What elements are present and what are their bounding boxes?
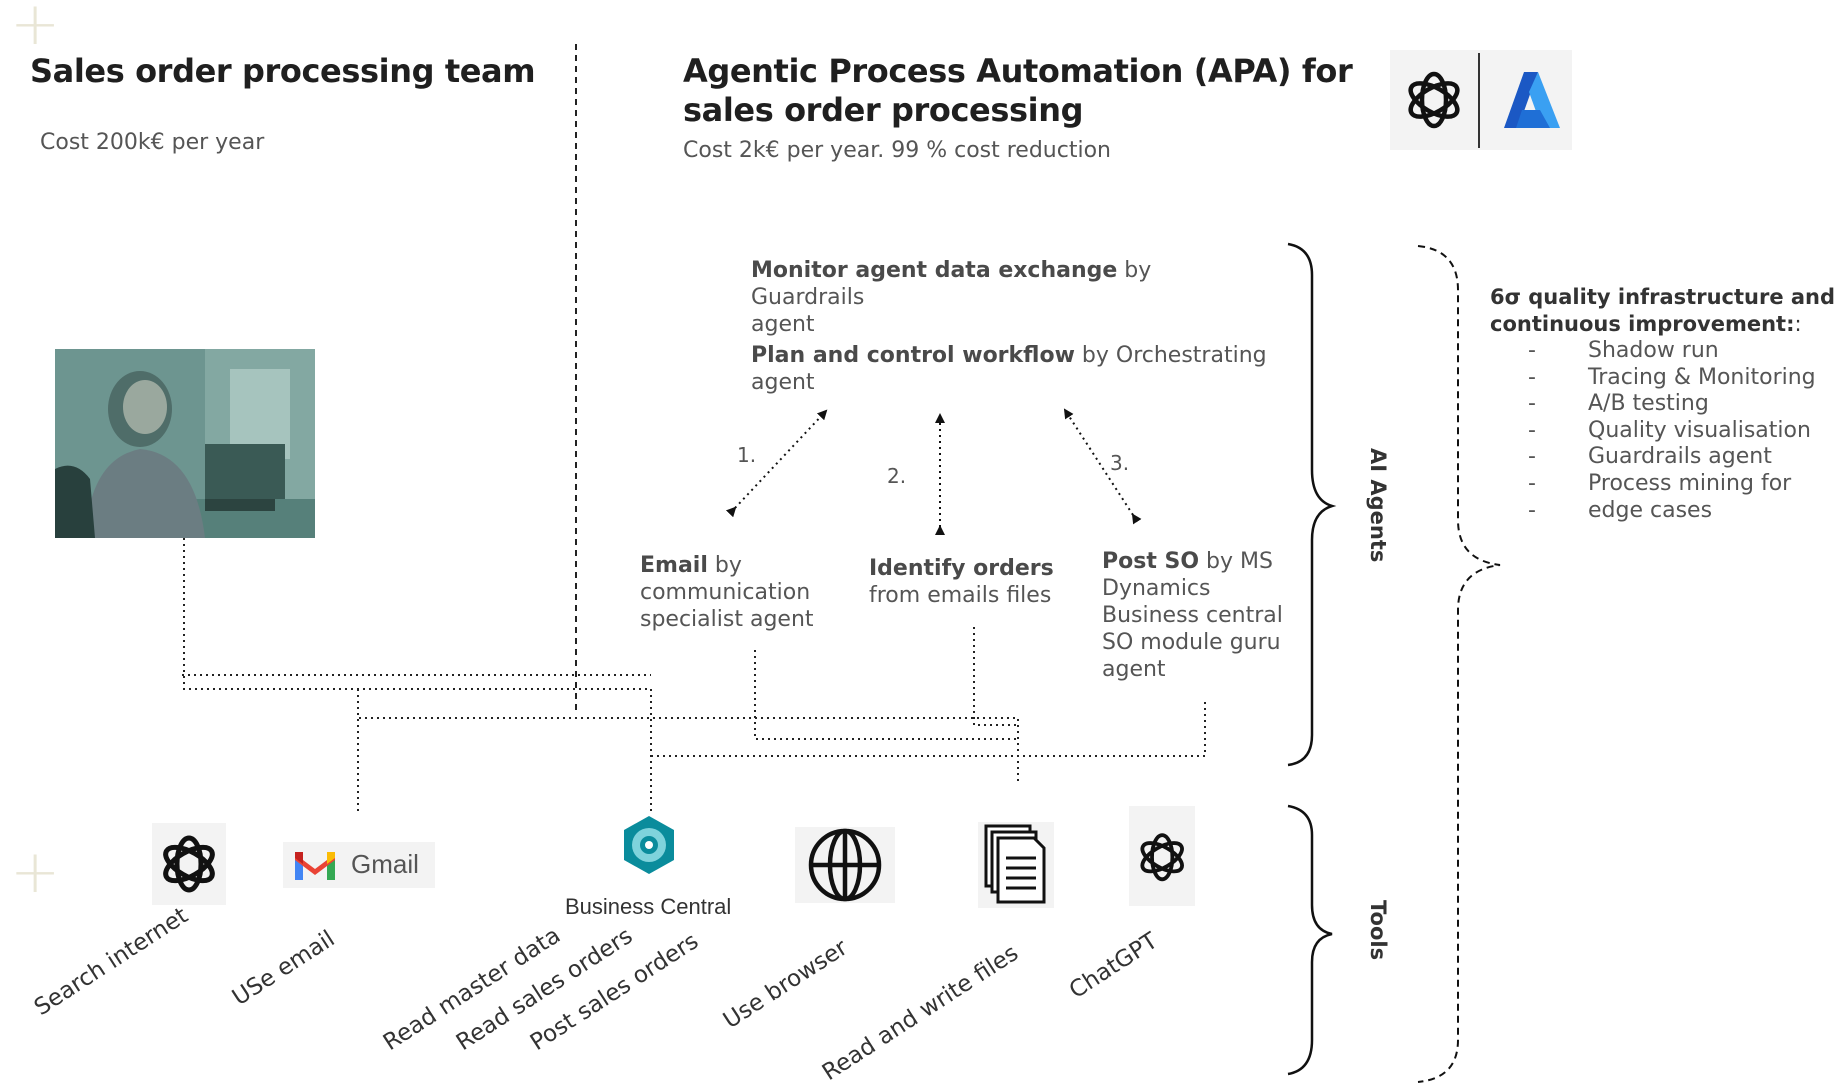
quality-list: Shadow run Tracing & Monitoring A/B test…: [1490, 338, 1840, 524]
quality-item: Tracing & Monitoring: [1490, 365, 1840, 392]
gmail-icon: [295, 850, 335, 880]
business-central-icon: [618, 814, 680, 876]
files-icon: [978, 822, 1054, 908]
decorative-plus-bottom: +: [10, 837, 61, 907]
plan-agent-text: Plan and control workflow by Orchestrati…: [751, 343, 1267, 395]
globe-icon: [795, 827, 895, 903]
azure-icon: [1502, 68, 1562, 132]
quality-item: Guardrails agent: [1490, 444, 1840, 471]
quality-item: A/B testing: [1490, 391, 1840, 418]
quality-item: Quality visualisation: [1490, 418, 1840, 445]
tools-label: Tools: [1366, 900, 1390, 961]
left-title: Sales order processing team: [30, 52, 536, 90]
monitor-agent-text: Monitor agent data exchange by Guardrail…: [751, 258, 1152, 337]
openai-icon: [1402, 68, 1466, 132]
openai-icon: [1129, 806, 1195, 906]
quality-item: Shadow run: [1490, 338, 1840, 365]
step-2: 2.: [887, 464, 907, 488]
right-title: Agentic Process Automation (APA) for sal…: [683, 52, 1353, 129]
logo-divider: [1478, 53, 1480, 148]
team-photo: [55, 349, 315, 538]
decorative-plus-top: +: [10, 0, 61, 59]
step-1: 1.: [737, 443, 757, 467]
business-central-label: Business Central: [565, 894, 732, 919]
ai-agents-label: AI Agents: [1366, 448, 1390, 563]
step-3: 3.: [1110, 451, 1130, 475]
right-cost: Cost 2k€ per year. 99 % cost reduction: [683, 138, 1111, 163]
quality-item-continuation: edge cases: [1490, 498, 1840, 525]
gmail-label: Gmail: [351, 849, 419, 879]
logo-box: [1390, 50, 1572, 150]
quality-item: Process mining for: [1490, 471, 1840, 498]
gmail-tool: Gmail: [283, 842, 435, 888]
openai-icon: [152, 823, 226, 905]
left-cost: Cost 200k€ per year: [40, 130, 265, 155]
